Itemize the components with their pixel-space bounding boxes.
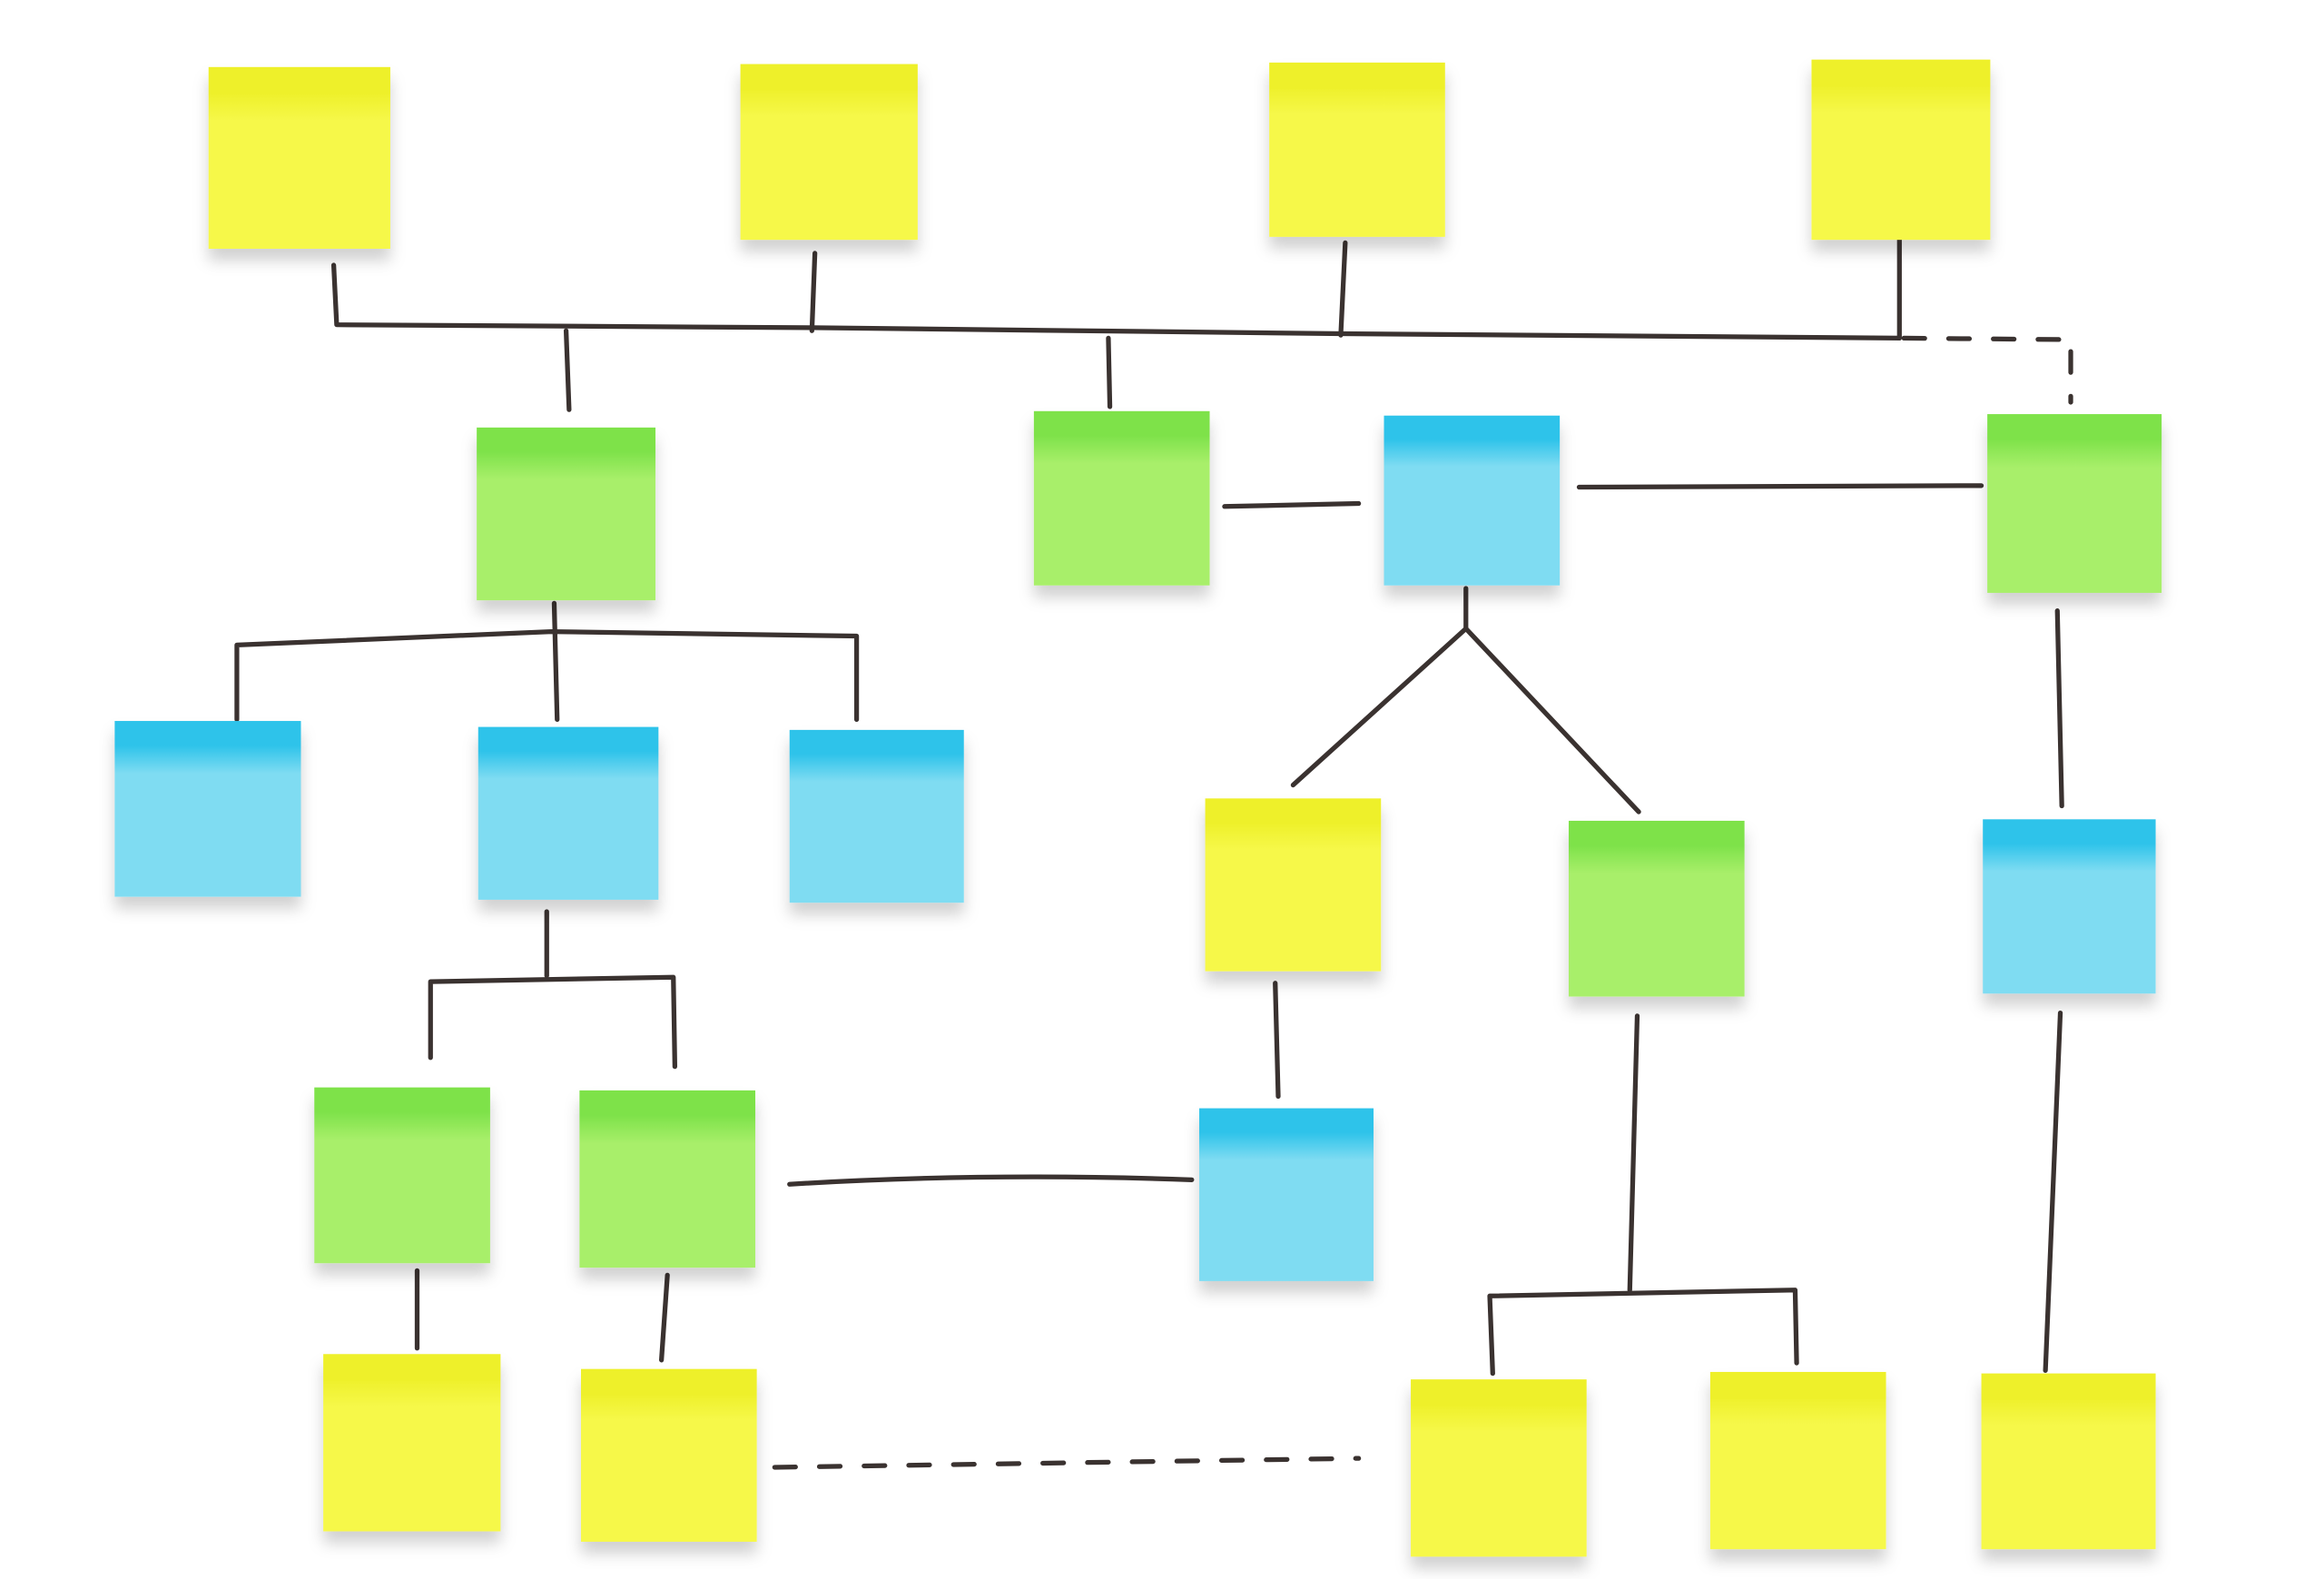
yellow-sticky-note xyxy=(1709,1371,1886,1550)
yellow-sticky-note xyxy=(1269,62,1445,237)
yellow-sticky-note xyxy=(208,66,390,249)
connector-line xyxy=(1576,483,1984,490)
blue-sticky-note xyxy=(1199,1108,1374,1281)
connector-line xyxy=(330,262,1902,341)
blue-sticky-note xyxy=(1384,415,1561,586)
yellow-sticky-note xyxy=(581,1368,757,1542)
connector-line xyxy=(1106,335,1113,410)
dashed-connector-line xyxy=(772,1456,1362,1470)
green-sticky-note xyxy=(477,427,656,601)
connector-line xyxy=(551,600,560,723)
sticky-notes xyxy=(114,59,2162,1557)
connector-line xyxy=(2054,608,2064,809)
yellow-sticky-note xyxy=(740,64,918,241)
connector-line xyxy=(2043,1010,2063,1373)
blue-sticky-note xyxy=(789,729,964,903)
connector-line xyxy=(1290,586,1469,788)
connector-line xyxy=(1463,626,1641,814)
yellow-sticky-note xyxy=(1981,1373,2156,1550)
connector-line xyxy=(658,1272,670,1363)
connector-line xyxy=(1487,1288,1799,1377)
connector-line xyxy=(1273,981,1281,1100)
connector-line xyxy=(1338,240,1348,338)
blue-sticky-note xyxy=(1983,819,2156,994)
blue-sticky-note xyxy=(114,721,301,897)
yellow-sticky-note xyxy=(323,1354,501,1532)
connector-line xyxy=(1222,500,1362,509)
connector-line xyxy=(234,628,860,723)
green-sticky-note xyxy=(1033,410,1210,586)
green-sticky-note xyxy=(314,1087,490,1264)
yellow-sticky-note xyxy=(1811,59,1991,241)
connector-line xyxy=(1627,1013,1640,1293)
connector-line xyxy=(563,328,572,412)
green-sticky-note xyxy=(579,1090,755,1268)
connector-line xyxy=(809,251,818,333)
green-sticky-note xyxy=(1569,820,1745,997)
connector-line xyxy=(428,974,678,1070)
connector-line xyxy=(787,1174,1195,1187)
connector-lines xyxy=(234,235,2073,1470)
yellow-sticky-note xyxy=(1205,798,1382,972)
green-sticky-note xyxy=(1987,414,2162,593)
yellow-sticky-note xyxy=(1411,1379,1587,1557)
blue-sticky-note xyxy=(478,726,659,900)
dashed-connector-line xyxy=(1901,335,2073,405)
